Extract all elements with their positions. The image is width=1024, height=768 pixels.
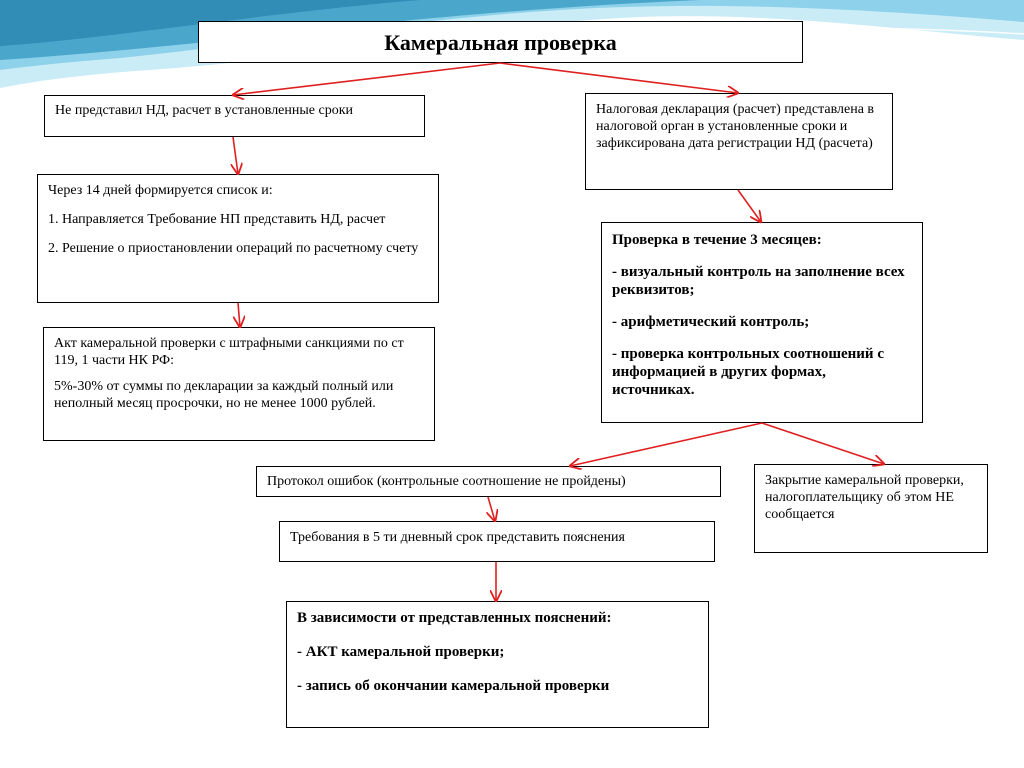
box-3-months-item3: - проверка контрольных соотношений с инф… [612,346,884,398]
box-3-months-item1: - визуальный контроль на заполнение всех… [612,264,905,298]
box-act-line2: 5%-30% от суммы по декларации за каждый … [54,379,394,411]
box-14-days: Через 14 дней формируется список и: 1. Н… [37,174,439,303]
box-submitted-text: Налоговая декларация (расчет) представле… [596,102,875,151]
box-protocol: Протокол ошибок (контрольные соотношение… [256,466,721,497]
diagram-title: Камеральная проверка [384,30,617,55]
title-box: Камеральная проверка [198,21,803,63]
box-requirements-text: Требования в 5 ти дневный срок представи… [290,530,625,545]
box-closing: Закрытие камеральной проверки, налогопла… [754,464,988,553]
box-14-days-item1: 1. Направляется Требование НП представит… [48,212,386,227]
box-3-months-title: Проверка в течение 3 месяцев: [612,232,822,248]
box-act-penalties: Акт камеральной проверки с штрафными сан… [43,327,435,441]
box-requirements: Требования в 5 ти дневный срок представи… [279,521,715,562]
box-depending: В зависимости от представленных пояснени… [286,601,709,728]
box-not-submitted: Не представил НД, расчет в установленные… [44,95,425,137]
box-act-line1: Акт камеральной проверки с штрафными сан… [54,336,404,368]
box-depending-item2: - запись об окончании камеральной провер… [297,678,610,694]
box-submitted: Налоговая декларация (расчет) представле… [585,93,893,190]
box-14-days-intro: Через 14 дней формируется список и: [48,183,273,198]
box-depending-item1: - АКТ камеральной проверки; [297,644,505,660]
box-14-days-item2: 2. Решение о приостановлении операций по… [48,241,419,256]
box-3-months-item2: - арифметический контроль; [612,314,810,330]
box-depending-title: В зависимости от представленных пояснени… [297,610,612,626]
box-protocol-text: Протокол ошибок (контрольные соотношение… [267,474,626,489]
box-not-submitted-text: Не представил НД, расчет в установленные… [55,103,354,118]
box-3-months: Проверка в течение 3 месяцев: - визуальн… [601,222,923,423]
box-closing-text: Закрытие камеральной проверки, налогопла… [765,473,964,522]
